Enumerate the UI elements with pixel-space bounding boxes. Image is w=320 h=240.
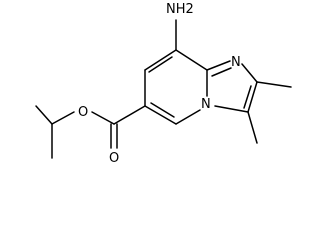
bridgehead-nitrogen-label: N: [201, 97, 211, 112]
bonds: [35, 19, 292, 159]
bond-c8a-n1: [206, 60, 231, 71]
amino-label: NH2: [166, 2, 194, 17]
ester-oxygen-label: O: [78, 105, 88, 120]
bond-ch-methyl-up: [35, 105, 53, 125]
bond-c2-c3-inner: [243, 85, 252, 109]
bond-c8a-n1-inner: [211, 67, 232, 77]
molecule-structure-diagram: NH2 N N O O: [35, 2, 292, 166]
bond-c3-methyl: [247, 111, 258, 144]
bond-n1-c2: [241, 63, 258, 83]
bond-c8-c7-inner: [148, 56, 173, 73]
bond-c8-c7: [144, 49, 177, 71]
bond-c8a-c8: [175, 49, 208, 71]
bond-ester-o-ch: [51, 111, 75, 125]
bond-c6-carbonyl-c: [113, 105, 146, 125]
bond-c3-n4: [214, 105, 249, 113]
atom-labels: NH2 N N O O: [78, 2, 241, 166]
bond-c6-c5-inner: [150, 102, 175, 118]
bond-carbonyl-c-ester-o: [91, 111, 115, 125]
bond-c5-n4: [175, 109, 201, 125]
bond-c2-c3: [247, 81, 258, 113]
ring-nitrogen-label: N: [231, 55, 241, 70]
bond-c6-c5: [144, 105, 177, 125]
carbonyl-oxygen-label: O: [109, 151, 119, 166]
bond-c2-methyl: [256, 81, 292, 88]
